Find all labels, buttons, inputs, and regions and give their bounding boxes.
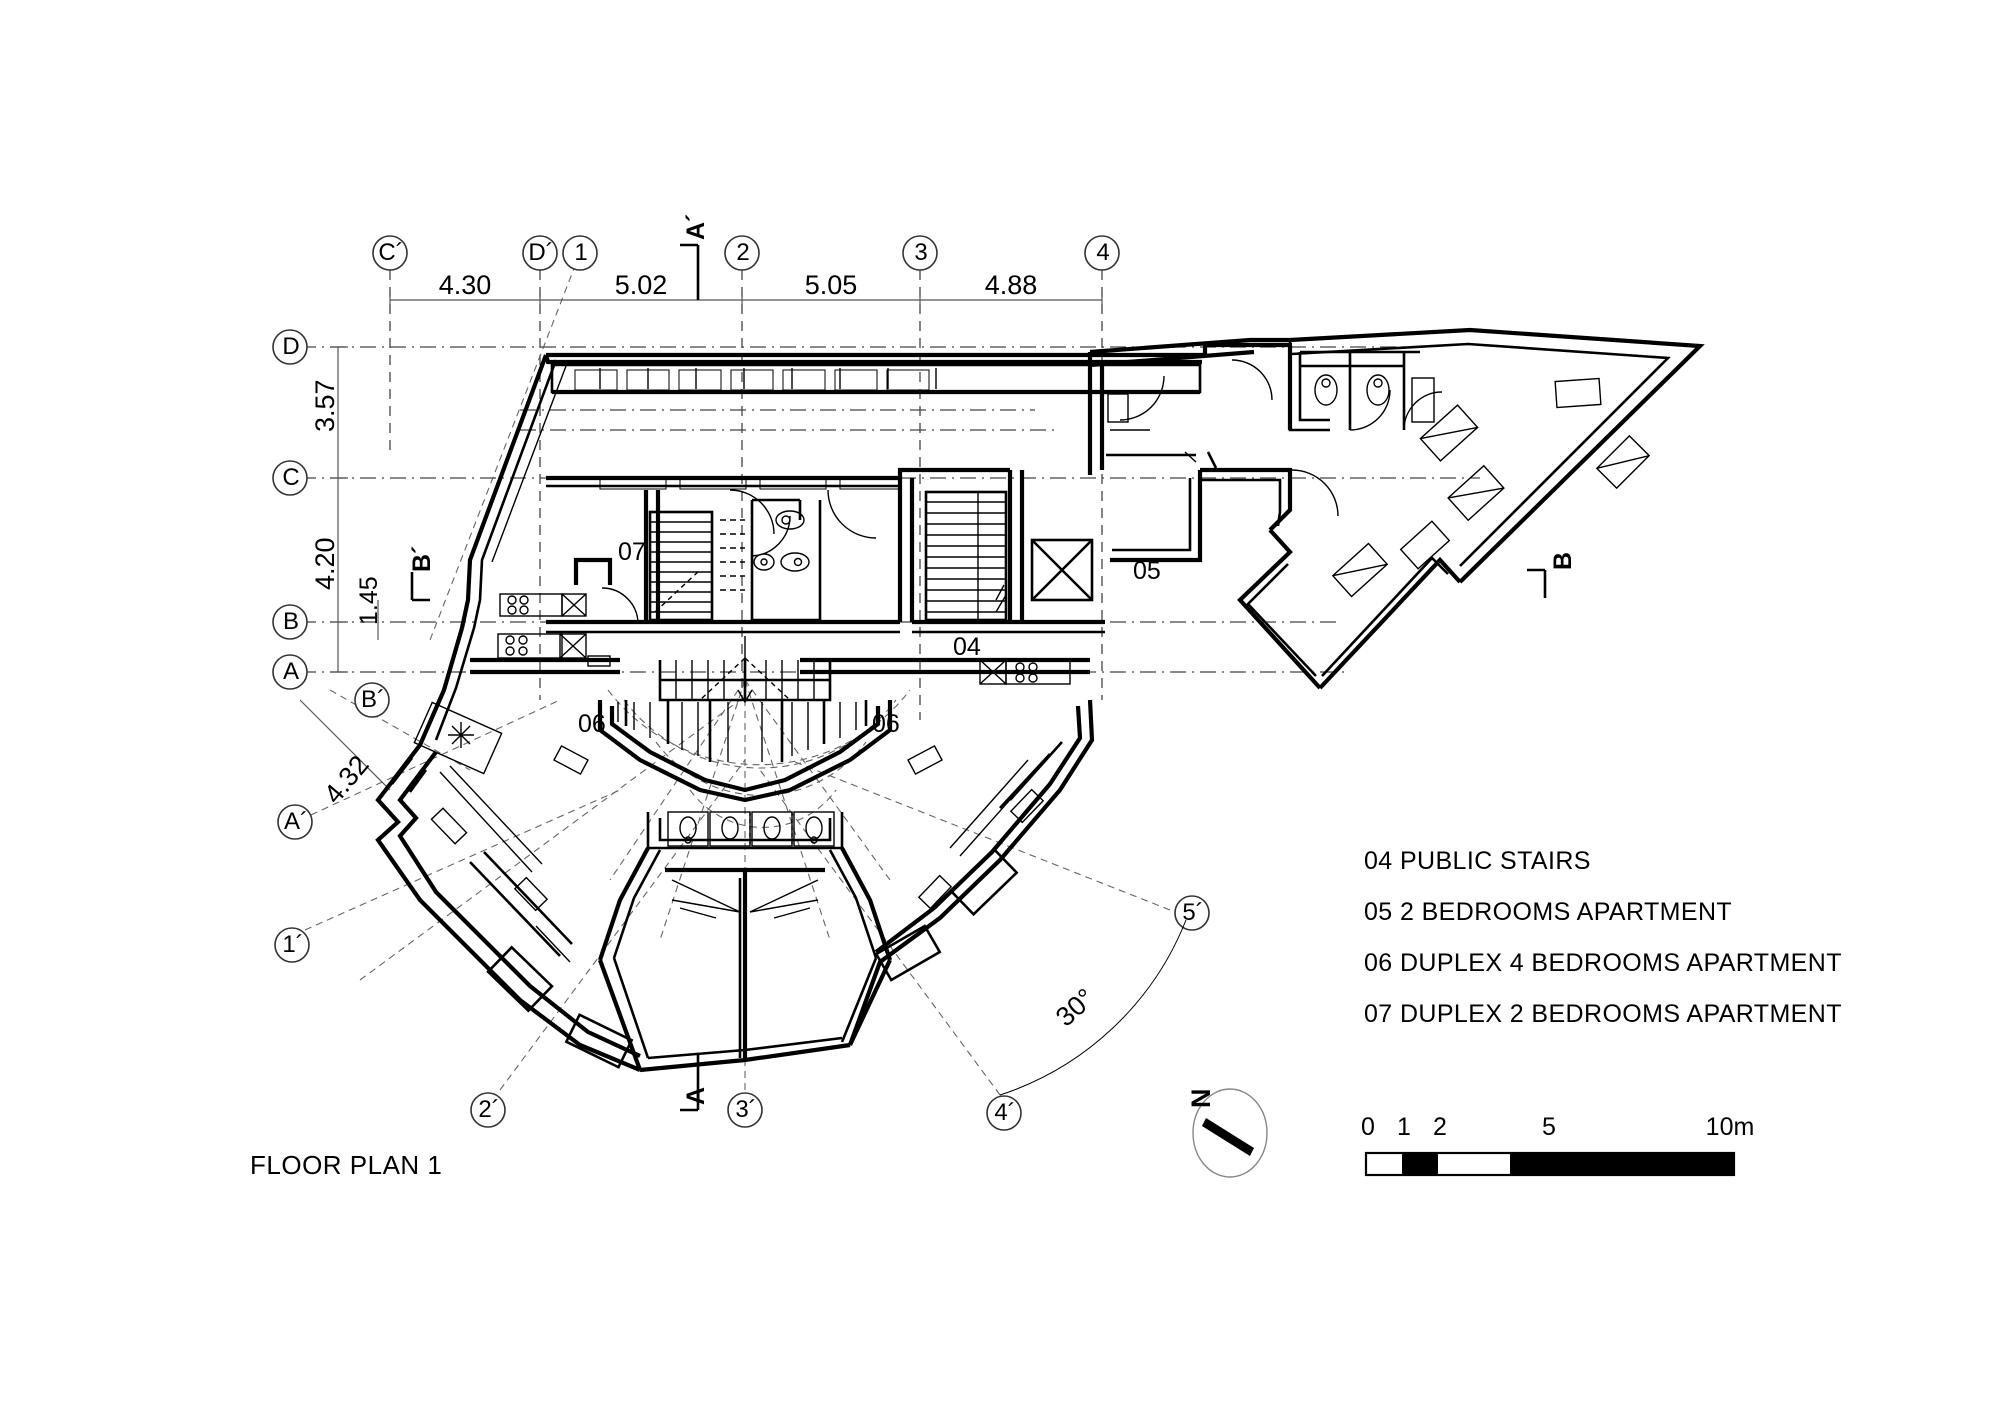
room-label-05: 05	[1133, 557, 1161, 585]
south-fan	[597, 700, 893, 803]
scale-bar-graphic	[1364, 1151, 1736, 1177]
dimension-v-2: 4.20	[310, 537, 340, 590]
grid-bubble-2[interactable]: 2	[736, 239, 750, 266]
dimension-h-4: 4.88	[984, 270, 1038, 300]
southwest-arm	[375, 743, 641, 1072]
scale-tick-0: 0	[1361, 1113, 1375, 1141]
legend-item-06: 06 DUPLEX 4 BEDROOMS APARTMENT	[1364, 949, 1842, 977]
grid-bubble-b[interactable]: B	[282, 608, 299, 635]
room-label-06-right: 06	[872, 710, 900, 738]
grid-bubble-3[interactable]: 3	[914, 239, 928, 266]
scale-tick-10m: 10m	[1705, 1113, 1755, 1141]
grid-bubble-a-prime[interactable]: A´	[284, 808, 308, 835]
grid-bubble-c[interactable]: C	[282, 464, 300, 491]
kitchen-upper-left	[499, 593, 587, 617]
grid-bubble-b-prime[interactable]: B´	[361, 686, 385, 713]
dimension-h-3: 5.05	[804, 270, 858, 300]
grid-bubble-a[interactable]: A	[282, 658, 299, 685]
scale-tick-2: 2	[1433, 1113, 1447, 1141]
planter	[413, 701, 503, 775]
room-label-07: 07	[618, 538, 646, 566]
grid-bubble-2-prime[interactable]: 2´	[478, 1096, 500, 1123]
kitchen-left	[497, 633, 587, 659]
grid-bubble-1-prime[interactable]: 1´	[282, 931, 304, 958]
scale-tick-1: 1	[1397, 1113, 1411, 1141]
legend-item-05: 05 2 BEDROOMS APARTMENT	[1364, 898, 1733, 926]
scale-tick-5: 5	[1542, 1113, 1556, 1141]
legend-item-04: 04 PUBLIC STAIRS	[1364, 847, 1591, 875]
room-label-04: 04	[953, 633, 981, 661]
grid-bubble-3-prime[interactable]: 3´	[735, 1096, 757, 1123]
section-mark-a-bottom: A	[682, 1086, 710, 1105]
north-arrow	[1192, 1088, 1268, 1178]
grid-bubble-4-prime[interactable]: 4´	[994, 1099, 1016, 1126]
dimension-h-1: 4.30	[438, 270, 492, 300]
section-mark-b-right: B	[1549, 551, 1577, 570]
grid-bubble-d[interactable]: D	[282, 333, 300, 360]
section-mark-a-top: A´	[682, 213, 710, 240]
dimension-v-1: 3.57	[310, 379, 340, 432]
grid-bubble-1[interactable]: 1	[574, 239, 588, 266]
dimension-h-2: 5.02	[614, 270, 668, 300]
dimension-v-3: 1.45	[355, 576, 383, 625]
section-marks	[410, 243, 1547, 1112]
legend-item-07: 07 DUPLEX 2 BEDROOMS APARTMENT	[1364, 1000, 1842, 1028]
building-walls	[375, 327, 1705, 1073]
page-title: FLOOR PLAN 1	[250, 1150, 443, 1180]
grid-bubble-d-prime[interactable]: D´	[528, 239, 554, 266]
grid-bubbles	[272, 235, 1210, 1131]
grid-bubble-4[interactable]: 4	[1096, 239, 1110, 266]
kitchen-right	[979, 659, 1071, 685]
room-label-06-left: 06	[578, 710, 606, 738]
grid-bubble-c-prime[interactable]: C´	[378, 239, 404, 266]
elevator-core	[1030, 538, 1094, 602]
section-mark-b-left: B´	[408, 545, 436, 572]
grid-bubble-5-prime[interactable]: 5´	[1182, 899, 1204, 926]
north-label: N	[1186, 1088, 1216, 1109]
angle-dimension	[999, 919, 1187, 1096]
